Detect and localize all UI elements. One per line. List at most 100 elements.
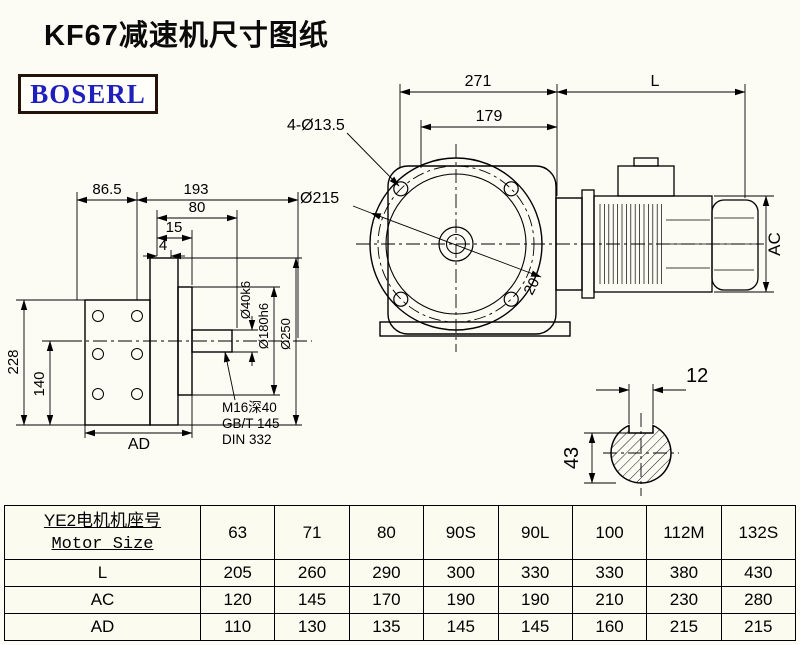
dim-86-5: 86.5 [76,181,138,300]
output-flange [149,257,233,426]
table-cell: 170 [348,586,425,614]
fan-cowl-lines [714,217,756,271]
table-cell: 290 [348,559,425,587]
wall-dim-label: 20 [521,275,544,298]
dim-4-label: 4 [159,237,167,254]
dim-179: 179 [420,108,558,168]
table-cell: 210 [571,586,648,614]
motor-length-label: L [651,73,660,90]
dim-179-label: 179 [476,108,503,125]
table-cell: 330 [571,559,648,587]
table-cell: 430 [720,559,797,587]
bolt-hole [503,181,519,197]
dim-key-width: 12 [596,365,708,424]
dim-flange250-dia: Ø250 [150,257,302,426]
table-cell: 130 [274,613,350,641]
dim-80-label: 80 [189,199,206,216]
motor-size-header-cell: YE2电机机座号 Motor Size [4,505,201,560]
page-title: KF67减速机尺寸图纸 [44,20,329,52]
table-cell: 190 [423,586,499,614]
dim-ad: AD [84,395,193,453]
size-column-header: 132S [720,505,797,560]
key-height-label: 43 [561,447,583,469]
front-view: 271 L 179 4-Ø13.5 [287,73,784,352]
row-label: AC [4,586,201,614]
motor [581,157,759,299]
terminal-box [617,165,675,197]
shaft-cross-section [610,424,672,484]
table-cell: 380 [646,559,722,587]
flange-dia-label: Ø215 [300,190,339,207]
table-cell: 120 [199,586,276,614]
table-cell: 110 [199,613,276,641]
dim-140-label: 140 [31,371,48,396]
dim-228-label: 228 [5,349,22,374]
table-cell: 205 [199,559,276,587]
table-cell: 190 [497,586,573,614]
size-column-header: 100 [571,505,648,560]
brand-logo: BOSERL [18,74,158,114]
dim-key-height: 43 [561,432,630,484]
table-cell: 280 [720,586,797,614]
bolt-hole [503,291,519,307]
dim-shaft-dia: Ø40k6 [232,281,258,366]
motor-size-table: YE2电机机座号 Motor Size 63 71 80 90S 90L 100… [4,505,797,641]
gearbox-body [84,299,151,426]
table-cell: 330 [497,559,573,587]
size-column-header: 112M [646,505,722,560]
tap-label: M16深40 [222,400,277,415]
table-cell: 145 [274,586,350,614]
flange250-label: Ø250 [278,318,293,350]
dim-15-label: 15 [166,219,183,236]
dim-80: 80 [156,199,238,328]
ad-label: AD [128,436,150,453]
table-row-AD: AD 110 130 135 145 145 160 215 215 [4,613,797,641]
dim-4: 4 [143,237,185,260]
bolt-hole [393,181,409,197]
std-gbt-label: GB/T 145 [222,416,280,431]
header-cn: YE2电机机座号 [43,510,162,530]
table-cell: 215 [720,613,797,641]
std-din-label: DIN 332 [222,432,272,447]
key-width-label: 12 [686,365,708,387]
dim-15: 15 [156,219,193,285]
flange-dia-callout: Ø215 20 [300,190,543,298]
size-column-header: 90L [497,505,573,560]
terminal-box-cap [633,157,659,167]
spigot-dia-label: Ø180h6 [256,303,271,349]
dim-271: 271 [399,73,558,196]
brand-text: BOSERL [30,78,146,109]
dim-140: 140 [31,340,75,426]
bolt-hole [393,291,409,307]
bolt-holes-label: 4-Ø13.5 [287,117,345,134]
dim-228: 228 [5,299,85,426]
motor-fins [599,204,662,284]
dim-motor-height: AC [714,195,784,293]
table-header-row: YE2电机机座号 Motor Size 63 71 80 90S 90L 100… [4,505,797,560]
table-cell: 145 [497,613,573,641]
row-label: AD [4,613,201,641]
size-column-header: 90S [423,505,499,560]
table-cell: 260 [274,559,350,587]
table-row-AC: AC 120 145 170 190 190 210 230 280 [4,586,797,614]
row-label: L [4,559,201,587]
motor-height-label: AC [765,232,784,256]
table-cell: 300 [423,559,499,587]
shaft-dia-label: Ø40k6 [238,281,253,319]
table-cell: 230 [646,586,722,614]
dim-193-label: 193 [183,181,208,198]
table-cell: 135 [348,613,425,641]
bolt-holes-callout: 4-Ø13.5 [287,117,400,187]
tap-note: M16深40 GB/T 145 DIN 332 [222,351,280,447]
motor-body-lines [666,219,710,269]
table-cell: 160 [571,613,648,641]
size-column-header: 71 [274,505,350,560]
shaft-section: 12 43 [561,365,708,496]
dim-86-5-label: 86.5 [92,181,121,198]
table-cell: 215 [646,613,722,641]
table-row-L: L 205 260 290 300 330 330 380 430 [4,559,797,587]
header-en: Motor Size [51,534,154,554]
fan-cowl [711,199,759,291]
dim-spigot-dia: Ø180h6 [192,286,280,396]
